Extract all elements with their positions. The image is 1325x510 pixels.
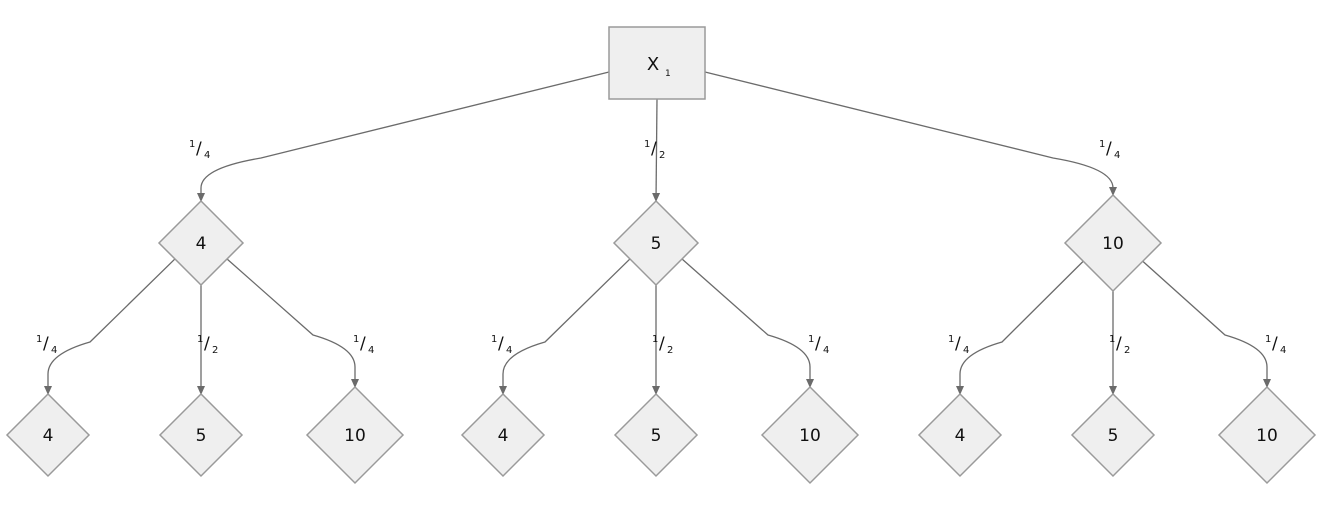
edge-0-2: [226, 258, 359, 388]
leaf-node-2-0: 4: [917, 392, 1003, 478]
level1-node-2-label: 10: [1102, 234, 1124, 254]
edge-root-0: [197, 71, 610, 202]
level1-node-2: 10: [1063, 193, 1163, 293]
edge-label-root-1-denominator: 2: [659, 150, 665, 161]
edge-label-2-0-denominator: 4: [963, 345, 969, 356]
edge-label-0-1: 1/2: [197, 334, 218, 356]
edge-root-to-5: [652, 98, 661, 202]
level1-node-0-label: 4: [196, 234, 207, 254]
edge-label-0-0-numerator: 1: [36, 334, 42, 345]
edge-label-0-0-denominator: 4: [51, 345, 57, 356]
edge-label-0-2: 1/4: [353, 334, 374, 356]
root-subscript: 1: [665, 69, 671, 79]
edge-label-0-2-slash: /: [360, 334, 366, 354]
leaf-node-1-0-label: 4: [498, 426, 509, 446]
edge-label-2-1-numerator: 1: [1109, 334, 1115, 345]
leaf-node-0-1-label: 5: [196, 426, 207, 446]
edge-root-2: [704, 71, 1117, 196]
leaf-node-0-2: 10: [305, 385, 405, 485]
leaf-node-1-1: 5: [613, 392, 699, 478]
edge-label-1-1: 1/2: [652, 334, 673, 356]
edge-2-2: [1142, 260, 1271, 388]
edge-label-root-2-numerator: 1: [1099, 139, 1105, 150]
edge-label-root-2-slash: /: [1106, 139, 1112, 159]
edge-label-2-0-slash: /: [955, 334, 961, 354]
edge-label-2-0: 1/4: [948, 334, 969, 356]
edge-label-1-2: 1/4: [808, 334, 829, 356]
edge-label-root-0-slash: /: [196, 139, 202, 159]
edge-label-1-1-numerator: 1: [652, 334, 658, 345]
edge-label-0-0: 1/4: [36, 334, 57, 356]
edge-label-1-0: 1/4: [491, 334, 512, 356]
leaf-node-0-0-label: 4: [43, 426, 54, 446]
edge-0-0: [44, 258, 176, 395]
edge-label-2-2-numerator: 1: [1265, 334, 1271, 345]
edge-label-0-1-numerator: 1: [197, 334, 203, 345]
edge-1-2: [681, 258, 814, 388]
leaf-node-1-2-label: 10: [799, 426, 821, 446]
leaf-node-0-2-label: 10: [344, 426, 366, 446]
level1-node-0: 4: [157, 199, 245, 287]
edge-label-1-2-denominator: 4: [823, 345, 829, 356]
leaf-node-1-2: 10: [760, 385, 860, 485]
edge-label-1-0-denominator: 4: [506, 345, 512, 356]
edge-label-2-1: 1/2: [1109, 334, 1130, 356]
edge-1-0: [499, 258, 631, 395]
edge-label-root-1: 1/2: [644, 139, 665, 161]
root-label: X: [647, 54, 659, 75]
edge-label-1-1-slash: /: [659, 334, 665, 354]
edge-label-1-0-numerator: 1: [491, 334, 497, 345]
edge-label-1-0-slash: /: [498, 334, 504, 354]
leaf-node-2-2: 10: [1217, 385, 1317, 485]
edge-label-0-0-slash: /: [43, 334, 49, 354]
edge-label-root-0-numerator: 1: [189, 139, 195, 150]
leaf-node-2-1: 5: [1070, 392, 1156, 478]
edge-label-2-1-slash: /: [1116, 334, 1122, 354]
edge-label-1-2-slash: /: [815, 334, 821, 354]
edge-label-2-2: 1/4: [1265, 334, 1286, 356]
leaf-node-0-0: 4: [5, 392, 91, 478]
leaf-node-2-2-label: 10: [1256, 426, 1278, 446]
level1-node-1: 5: [612, 199, 700, 287]
leaf-node-2-1-label: 5: [1108, 426, 1119, 446]
edge-label-1-1-denominator: 2: [667, 345, 673, 356]
edge-label-root-2-denominator: 4: [1114, 150, 1120, 161]
edge-label-root-0: 1/4: [189, 139, 210, 161]
edge-label-2-2-denominator: 4: [1280, 345, 1286, 356]
leaf-node-1-1-label: 5: [651, 426, 662, 446]
edge-label-2-1-denominator: 2: [1124, 345, 1130, 356]
leaf-node-1-0: 4: [460, 392, 546, 478]
edge-label-1-2-numerator: 1: [808, 334, 814, 345]
edge-label-2-0-numerator: 1: [948, 334, 954, 345]
edge-2-0: [956, 260, 1084, 395]
leaf-node-2-0-label: 4: [955, 426, 966, 446]
edge-label-root-2: 1/4: [1099, 139, 1120, 161]
edge-label-0-1-denominator: 2: [212, 345, 218, 356]
edge-label-root-0-denominator: 4: [204, 150, 210, 161]
edge-label-root-1-slash: /: [651, 139, 657, 159]
edge-label-root-1-numerator: 1: [644, 139, 650, 150]
level1-node-1-label: 5: [651, 234, 662, 254]
edge-label-0-2-numerator: 1: [353, 334, 359, 345]
edge-label-0-2-denominator: 4: [368, 345, 374, 356]
edge-label-2-2-slash: /: [1272, 334, 1278, 354]
leaf-node-0-1: 5: [158, 392, 244, 478]
edge-label-0-1-slash: /: [204, 334, 210, 354]
